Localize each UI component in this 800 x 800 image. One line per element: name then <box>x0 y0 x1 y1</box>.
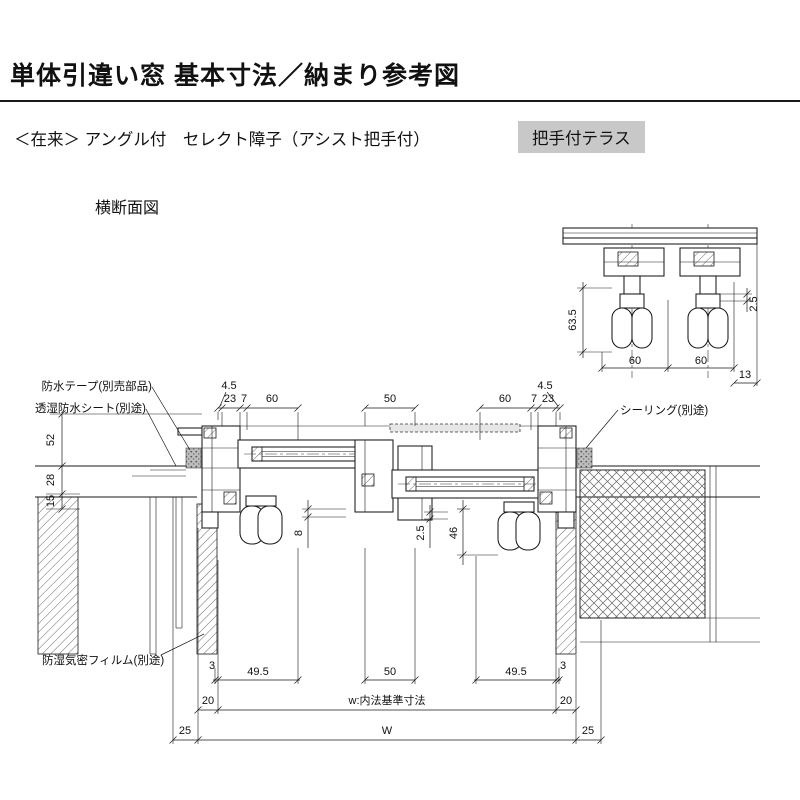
dim-20-right: 20 <box>560 695 572 707</box>
dim-25-left: 25 <box>179 725 191 737</box>
dim-49-5-left: 49.5 <box>247 666 268 678</box>
detail-dimensions: 63.5 2.5 60 60 13 <box>567 242 761 387</box>
dim-52: 52 <box>45 434 57 446</box>
dim-50-bottom: 50 <box>384 666 396 678</box>
callout-moisture-film: 防湿気密フィルム(別途) <box>42 653 164 667</box>
detail-dim-60-left: 60 <box>629 355 641 367</box>
left-jamb <box>177 425 241 529</box>
terrace-type-badge: 把手付テラス <box>518 121 645 153</box>
dim-23-left: 23 <box>224 393 236 405</box>
callout-waterproof-tape: 防水テープ(別売部品) <box>42 379 153 393</box>
top-dimensions: 4.5 23 7 60 50 60 7 23 4.5 <box>214 380 564 440</box>
right-wall <box>576 465 760 643</box>
dim-46: 46 <box>448 527 460 539</box>
title-underline <box>0 100 800 102</box>
callout-breathable-sheet: 透湿防水シート(別途) <box>35 401 146 415</box>
dim-15: 15 <box>45 495 57 507</box>
dim-60-left: 60 <box>266 393 278 405</box>
left-wall <box>35 465 197 655</box>
dim-50-top: 50 <box>384 393 396 405</box>
meeting-stiles <box>354 423 521 521</box>
bottom-dimensions: 3 49.5 50 49.5 3 20 w:内法基準寸法 20 25 W 25 <box>169 497 605 744</box>
dim-25-right: 25 <box>582 725 594 737</box>
dim-8: 8 <box>293 530 305 536</box>
callouts: 防水テープ(別売部品) 透湿防水シート(別途) 防湿気密フィルム(別途) シーリ… <box>35 379 709 667</box>
detail-dim-63-5: 63.5 <box>567 309 579 330</box>
dim-23-right: 23 <box>542 393 554 405</box>
dim-3-left: 3 <box>209 660 215 672</box>
detail-dim-2-5: 2.5 <box>748 296 760 311</box>
left-dimensions: 52 28 15 <box>45 410 150 513</box>
dim-49-5-right: 49.5 <box>505 666 526 678</box>
section-view-label: 横断面図 <box>95 200 160 217</box>
dim-3-right: 3 <box>560 660 566 672</box>
detail-dim-13: 13 <box>739 369 751 381</box>
dim-w-naiho: w:内法基準寸法 <box>348 693 426 707</box>
right-jamb <box>537 425 593 529</box>
dim-W: W <box>382 725 393 737</box>
dim-60-right: 60 <box>499 393 511 405</box>
dim-7-right: 7 <box>531 393 537 405</box>
dim-20-left: 20 <box>202 695 214 707</box>
dim-7-left: 7 <box>241 393 247 405</box>
callout-sealing: シーリング(別途) <box>620 403 708 417</box>
dim-4-5-right: 4.5 <box>537 380 552 392</box>
middle-dimensions: 8 2.5 46 <box>293 500 498 565</box>
dim-2-5: 2.5 <box>415 525 427 540</box>
dim-28: 28 <box>45 474 57 486</box>
spec-subtitle: ＜在来＞ アングル付 セレクト障子（アシスト把手付） <box>14 131 430 149</box>
detail-drawing: 63.5 2.5 60 60 13 <box>562 224 761 387</box>
detail-dim-60-right: 60 <box>695 355 707 367</box>
screen-strip <box>389 423 521 433</box>
dim-4-5-left: 4.5 <box>221 380 236 392</box>
page-title: 単体引違い窓 基本寸法／納まり参考図 <box>10 62 460 90</box>
